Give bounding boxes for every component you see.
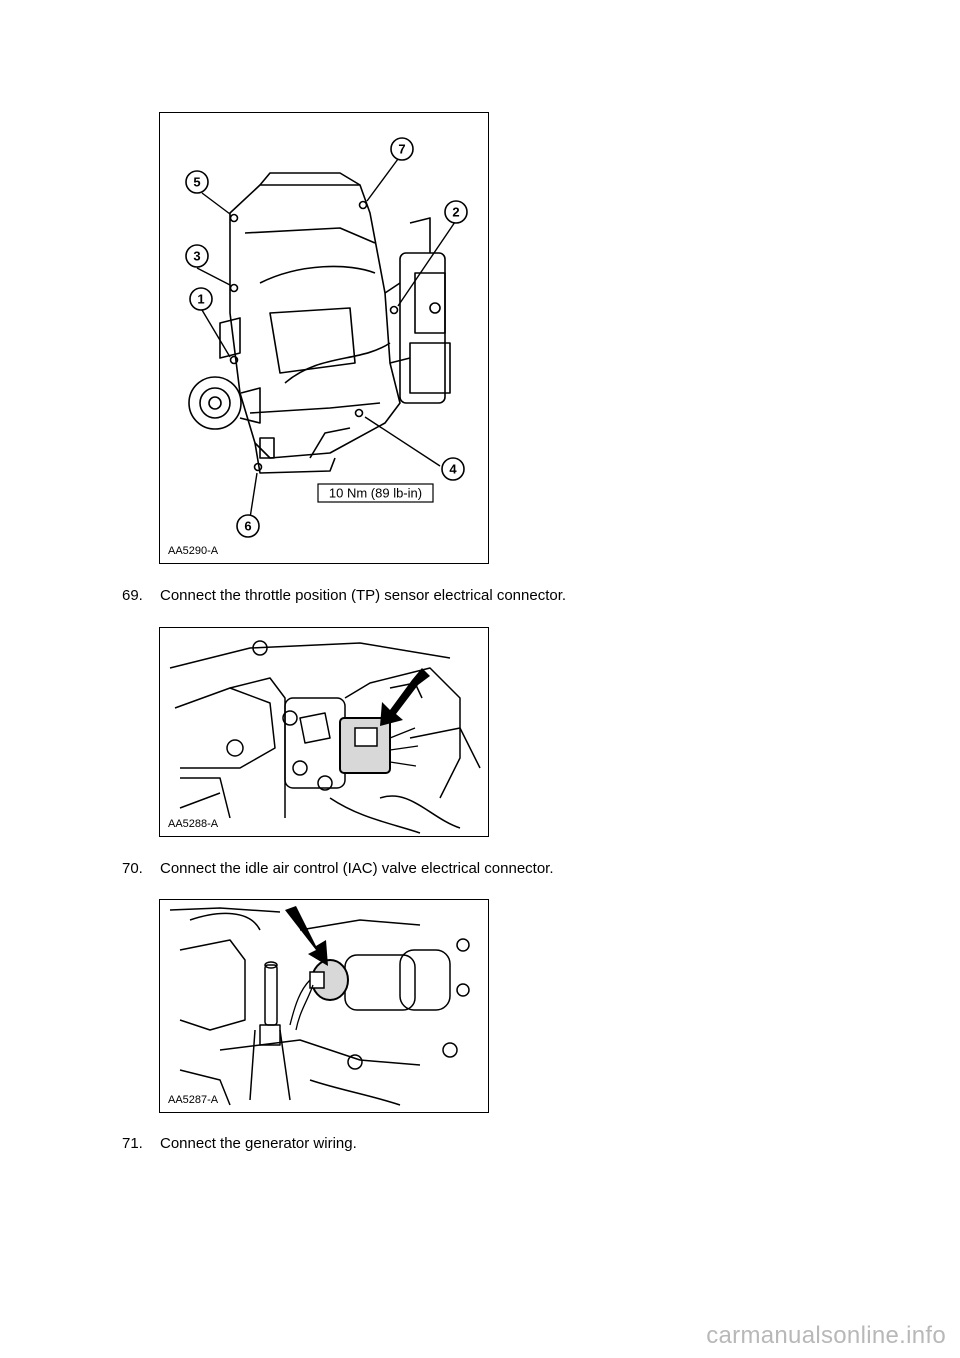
step-number: 71. bbox=[122, 1135, 143, 1152]
step-number: 70. bbox=[122, 860, 143, 877]
figure-id: AA5287-A bbox=[168, 1094, 219, 1106]
torque-box bbox=[317, 483, 434, 503]
figure-iac-valve-connector: AA5287-A bbox=[159, 899, 489, 1113]
callout-6-label: 6 bbox=[244, 519, 251, 534]
callout-4-circle bbox=[441, 457, 465, 481]
iac-valve-illustration bbox=[169, 906, 470, 1106]
pointer-arrow-icon bbox=[285, 906, 328, 966]
figure-id: AA5288-A bbox=[168, 818, 219, 830]
site-watermark: carmanualsonline.info bbox=[706, 1322, 946, 1349]
figure-id: AA5290-A bbox=[168, 545, 219, 557]
step-text: Connect the generator wiring. bbox=[160, 1135, 357, 1152]
step-text: Connect the idle air control (IAC) valve… bbox=[160, 860, 554, 877]
callout-3-label: 3 bbox=[193, 249, 200, 264]
callout-3-circle bbox=[185, 244, 209, 268]
figure-tp-sensor-connector: AA5288-A bbox=[159, 627, 489, 837]
step-text: Connect the throttle position (TP) senso… bbox=[160, 587, 567, 604]
step-69: 69. Connect the throttle position (TP) se… bbox=[122, 587, 566, 604]
callout-2-label: 2 bbox=[452, 205, 459, 220]
callout-5-circle bbox=[185, 170, 209, 194]
intake-manifold-illustration: 5 7 2 3 1 4 6 10 Nm (89 lb-in) bbox=[185, 137, 468, 538]
figure-intake-bolt-sequence: 5 7 2 3 1 4 6 10 Nm (89 lb-in) AA5290-A bbox=[159, 112, 489, 564]
step-number: 69. bbox=[122, 587, 143, 604]
callout-7-circle bbox=[390, 137, 414, 161]
callout-6-circle bbox=[236, 514, 260, 538]
tp-sensor-illustration bbox=[169, 640, 481, 834]
step-71: 71. Connect the generator wiring. bbox=[122, 1135, 357, 1152]
torque-spec: 10 Nm (89 lb-in) bbox=[329, 486, 422, 501]
step-70: 70. Connect the idle air control (IAC) va… bbox=[122, 860, 554, 877]
callout-7-label: 7 bbox=[398, 142, 405, 157]
callout-1-label: 1 bbox=[197, 292, 204, 307]
callout-5-label: 5 bbox=[193, 175, 200, 190]
callout-2-circle bbox=[444, 200, 468, 224]
pointer-arrow-icon bbox=[380, 668, 430, 726]
callout-4-label: 4 bbox=[449, 462, 457, 477]
callout-1-circle bbox=[189, 287, 213, 311]
